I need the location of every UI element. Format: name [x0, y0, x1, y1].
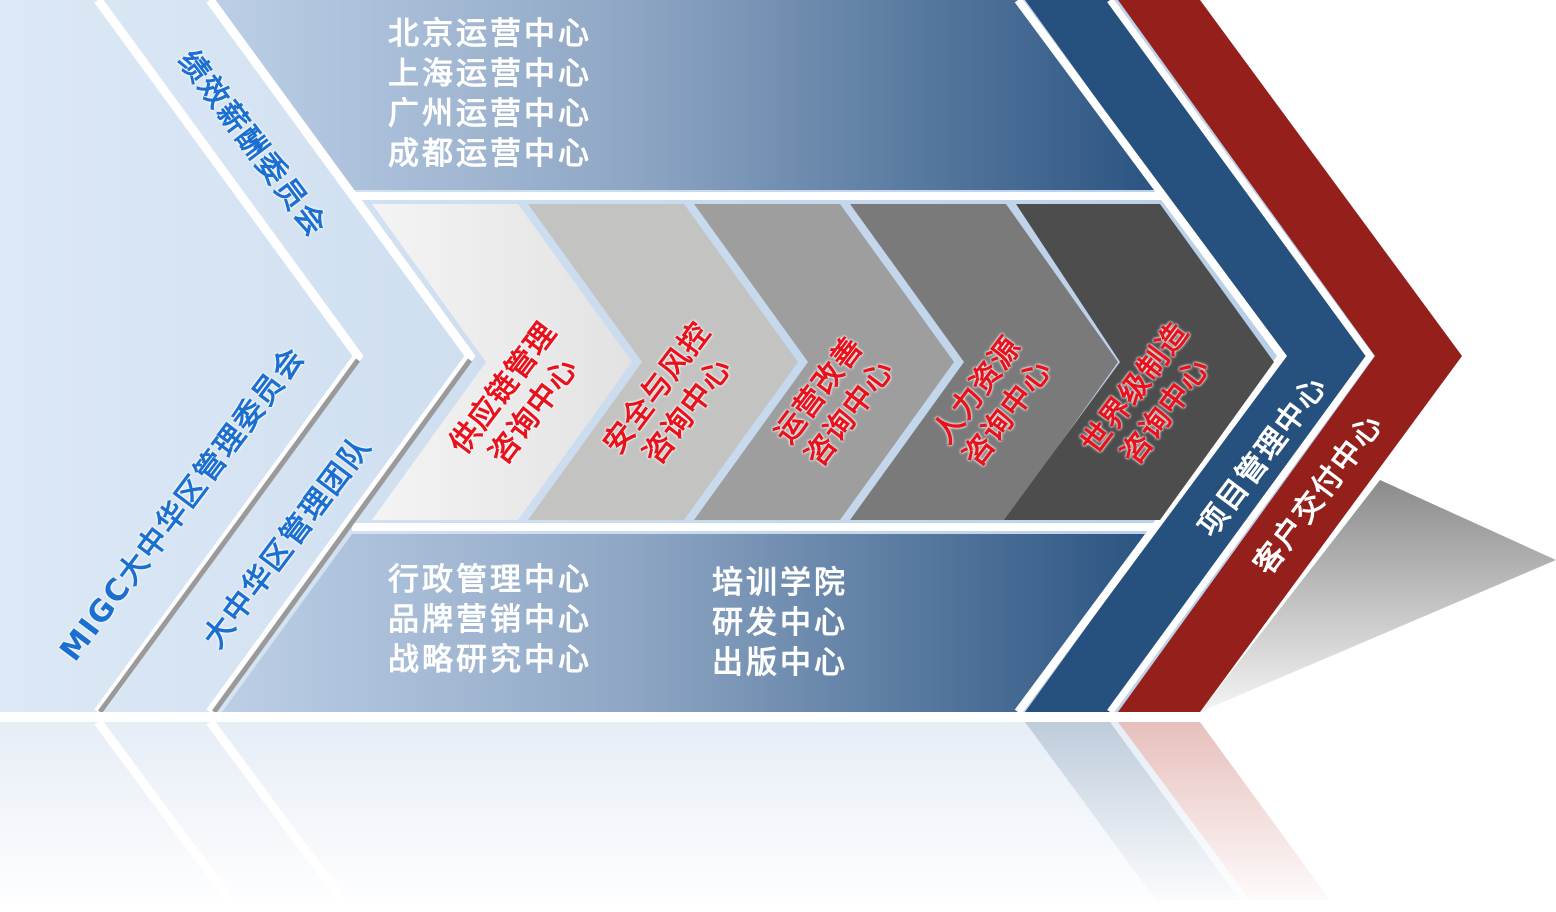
shadow-wedge [1200, 480, 1556, 712]
top-centers-list: 北京运营中心 上海运营中心 广州运营中心 成都运营中心 [388, 14, 592, 174]
bottom-centers-right-list: 培训学院 研发中心 出版中心 [712, 563, 848, 683]
bottom-center-item: 出版中心 [712, 645, 848, 681]
consulting-chevron-3 [694, 204, 954, 520]
consulting-chevron-4 [850, 204, 1118, 520]
navy-chevron [1025, 0, 1366, 712]
consulting-chevron-1 [372, 204, 632, 520]
divider-2 [206, 0, 476, 715]
red-chevron [1118, 0, 1462, 712]
bottom-center-item: 品牌营销中心 [388, 602, 592, 638]
consulting-chevron-2 [528, 204, 798, 520]
bottom-band [222, 534, 1146, 712]
top-center-item: 上海运营中心 [388, 56, 592, 92]
top-band [212, 0, 1155, 190]
bottom-centers-left-list: 行政管理中心 品牌营销中心 战略研究中心 [388, 560, 592, 680]
bottom-center-item: 研发中心 [712, 605, 848, 641]
top-center-item: 北京运营中心 [388, 16, 592, 52]
top-center-item: 广州运营中心 [388, 96, 592, 132]
consulting-chevron-5 [1004, 204, 1274, 520]
bottom-center-item: 战略研究中心 [388, 642, 592, 678]
bottom-center-item: 培训学院 [712, 565, 848, 601]
top-center-item: 成都运营中心 [388, 136, 592, 172]
bottom-center-item: 行政管理中心 [388, 562, 592, 598]
